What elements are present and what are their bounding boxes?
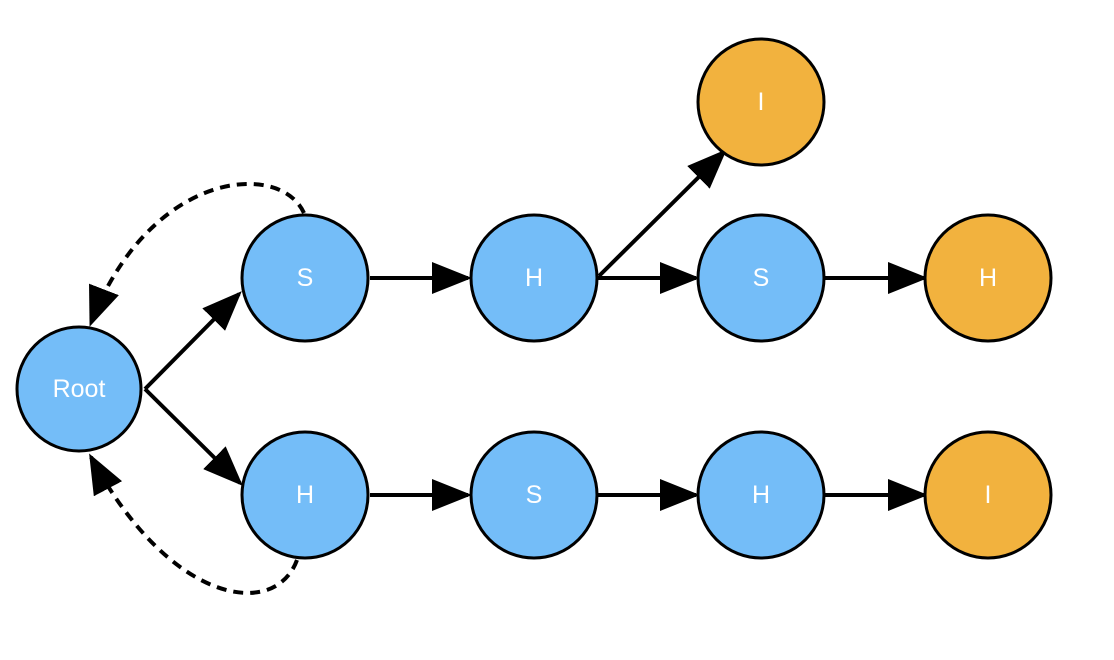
node-bottom-second-h-label: H (752, 481, 770, 509)
node-top-h-label: H (525, 264, 543, 292)
node-leaf-bottom-i: I (923, 430, 1053, 560)
edge-top-h-to-branch-i (597, 149, 727, 278)
node-leaf-top-h: H (923, 213, 1053, 343)
node-top-s-label: S (297, 264, 314, 292)
node-top-second-s-label: S (753, 264, 770, 292)
node-leaf-branch-i-label: I (758, 88, 765, 116)
node-top-second-s: S (696, 213, 826, 343)
node-bottom-h-label: H (296, 481, 314, 509)
dashed-edge-top-s-to-root (89, 182, 306, 327)
node-leaf-bottom-i-label: I (985, 481, 992, 509)
node-bottom-h: H (240, 430, 370, 560)
node-root: Root (15, 325, 143, 453)
edge-root-to-top-s (143, 291, 242, 391)
node-leaf-top-h-label: H (979, 264, 997, 292)
node-top-h: H (469, 213, 599, 343)
node-leaf-branch-i: I (696, 37, 826, 167)
node-bottom-second-h: H (696, 430, 826, 560)
node-top-s: S (240, 213, 370, 343)
node-bottom-s: S (469, 430, 599, 560)
edge-root-to-bottom-h (143, 387, 243, 486)
node-bottom-s-label: S (526, 481, 543, 509)
dashed-edge-bottom-h-to-root (89, 453, 299, 595)
node-root-label: Root (53, 375, 106, 403)
